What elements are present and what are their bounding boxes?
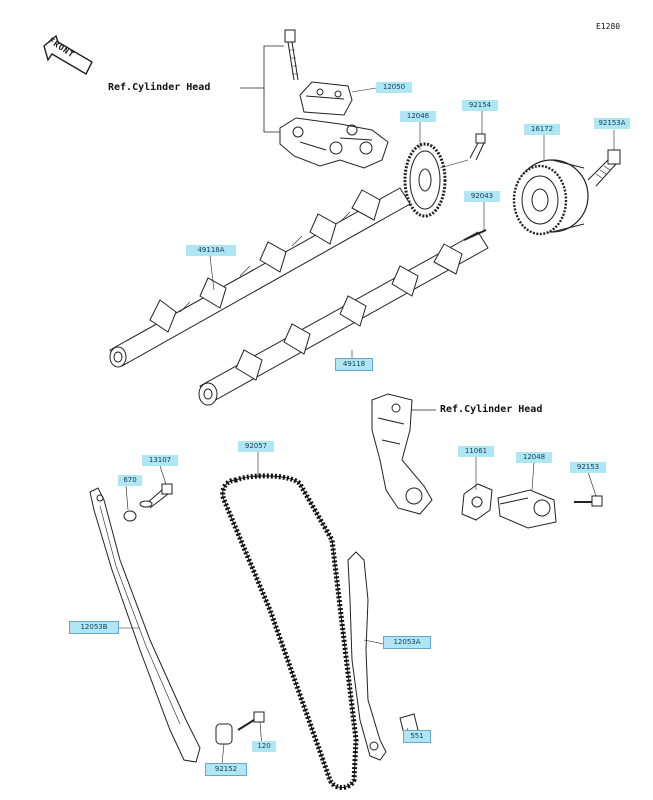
cam-cap-icon xyxy=(299,81,353,116)
phaser-bolt-icon xyxy=(587,149,621,187)
part-label-92057[interactable]: 92057 xyxy=(238,441,274,452)
part-label-92043[interactable]: 92043 xyxy=(464,191,500,202)
cam-sprocket-icon xyxy=(403,142,447,218)
part-label-12046[interactable]: 12046 xyxy=(400,111,436,122)
collar-icon xyxy=(399,713,419,735)
sprocket-bolt-icon xyxy=(469,133,486,161)
timing-chain-icon xyxy=(220,473,359,790)
part-label-92153[interactable]: 92153 xyxy=(570,462,606,473)
gasket-icon xyxy=(461,483,493,521)
part-label-92153A[interactable]: 92153A xyxy=(594,118,630,129)
part-label-120[interactable]: 120 xyxy=(252,741,276,752)
part-label-16172[interactable]: 16172 xyxy=(524,124,560,135)
guide-bolt-icon xyxy=(139,483,173,509)
part-label-11061[interactable]: 11061 xyxy=(458,446,494,457)
part-label-551[interactable]: 551 xyxy=(403,730,431,743)
head-bolt-icon xyxy=(284,29,299,81)
part-label-12053A[interactable]: 12053A xyxy=(383,636,431,649)
chain-guide-right-icon xyxy=(347,551,387,761)
chain-guide-left-icon xyxy=(89,487,201,763)
ref-cylinder-head-label-2: Ref.Cylinder Head xyxy=(440,404,543,415)
cam-phaser-icon xyxy=(512,159,589,236)
o-ring-icon xyxy=(123,510,137,522)
ref-cylinder-head-label-1: Ref.Cylinder Head xyxy=(108,82,211,93)
cam-holder-icon xyxy=(279,117,389,169)
front-arrow-icon xyxy=(43,34,93,75)
part-label-49118[interactable]: 49118 xyxy=(335,358,373,371)
part-label-12048[interactable]: 12048 xyxy=(516,452,552,463)
guide-pivot-bolt-icon xyxy=(237,711,265,731)
camshaft-b-icon xyxy=(198,231,489,406)
chain-tensioner-icon xyxy=(497,489,557,529)
part-label-12053B[interactable]: 12053B xyxy=(69,621,119,634)
part-label-13107[interactable]: 13107 xyxy=(142,455,178,466)
part-label-92154[interactable]: 92154 xyxy=(462,100,498,111)
ref-leader-1 xyxy=(240,45,288,133)
diagram-code: E1280 xyxy=(596,22,621,31)
tensioner-housing-icon xyxy=(371,393,433,515)
part-label-12050[interactable]: 12050 xyxy=(376,82,412,93)
part-label-92152[interactable]: 92152 xyxy=(205,763,247,776)
part-label-49118A[interactable]: 49118A xyxy=(186,245,236,256)
tensioner-bolt-icon xyxy=(574,495,603,507)
camshaft-a-icon xyxy=(109,187,411,368)
bolt-leader xyxy=(439,159,469,169)
dowel-pin-icon xyxy=(463,229,487,241)
part-label-670[interactable]: 670 xyxy=(118,475,142,486)
guide-collar-icon xyxy=(215,723,233,745)
